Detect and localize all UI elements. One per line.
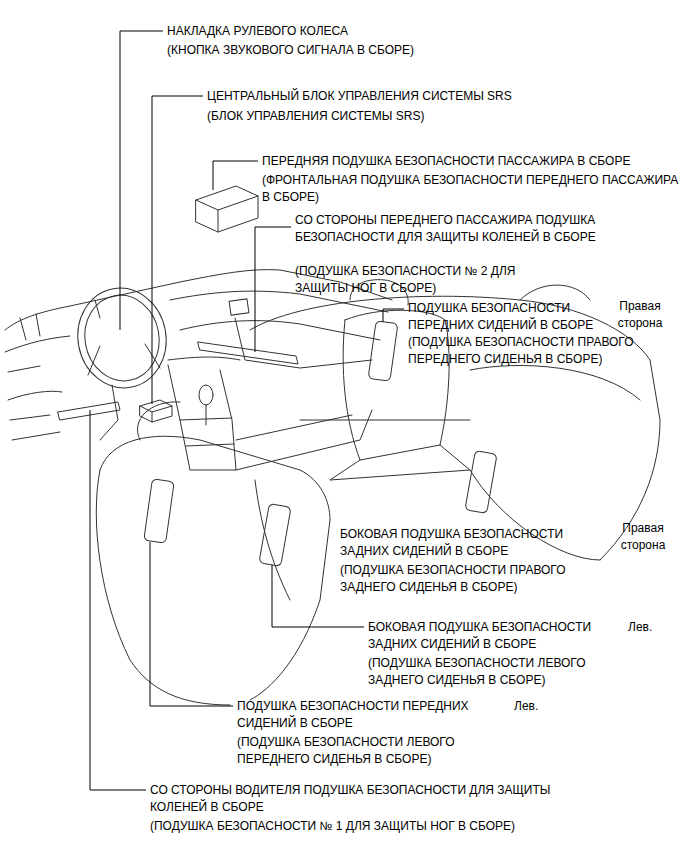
part-label: (ПОДУШКА БЕЗОПАСНОСТИ ПРАВОГО ПЕРЕДНЕГО …	[408, 334, 670, 368]
part-label: (ПОДУШКА БЕЗОПАСНОСТИ № 2 ДЛЯ ЗАЩИТЫ НОГ…	[295, 263, 550, 297]
part-label: НАКЛАДКА РУЛЕВОГО КОЛЕСА	[167, 23, 487, 40]
part-label: (ФРОНТАЛЬНАЯ ПОДУШКА БЕЗОПАСНОСТИ ПЕРЕДН…	[262, 172, 680, 206]
part-label: ПОДУШКА БЕЗОПАСНОСТИ ПЕРЕДНИХ СИДЕНИЙ В …	[237, 698, 509, 732]
part-label: Лев.	[628, 619, 678, 636]
part-label: (ПОДУШКА БЕЗОПАСНОСТИ № 1 ДЛЯ ЗАЩИТЫ НОГ…	[150, 818, 590, 835]
part-label: (БЛОК УПРАВЛЕНИЯ СИСТЕМЫ SRS)	[207, 108, 527, 125]
part-label: ЦЕНТРАЛЬНЫЙ БЛОК УПРАВЛЕНИЯ СИСТЕМЫ SRS	[207, 88, 587, 105]
part-label: ПОДУШКА БЕЗОПАСНОСТИ ПЕРЕДНИХ СИДЕНИЙ В …	[408, 300, 603, 334]
part-label: СО СТОРОНЫ ВОДИТЕЛЯ ПОДУШКА БЕЗОПАСНОСТИ…	[150, 782, 590, 816]
part-label: (ПОДУШКА БЕЗОПАСНОСТИ ПРАВОГО ЗАДНЕГО СИ…	[340, 562, 602, 596]
part-label: (ПОДУШКА БЕЗОПАСНОСТИ ЛЕВОГО ПЕРЕДНЕГО С…	[237, 734, 499, 768]
part-label: БОКОВАЯ ПОДУШКА БЕЗОПАСНОСТИ ЗАДНИХ СИДЕ…	[368, 619, 626, 653]
part-label: Правая сторона	[603, 520, 683, 554]
part-label: (КНОПКА ЗВУКОВОГО СИГНАЛА В СБОРЕ)	[167, 42, 487, 59]
part-label: (ПОДУШКА БЕЗОПАСНОСТИ ЛЕВОГО ЗАДНЕГО СИД…	[368, 655, 630, 689]
part-label: Лев.	[514, 698, 564, 715]
part-label: СО СТОРОНЫ ПЕРЕДНЕГО ПАССАЖИРА ПОДУШКА Б…	[295, 212, 600, 246]
leader-lines	[90, 31, 404, 790]
part-label: Правая сторона	[598, 298, 682, 332]
part-label: БОКОВАЯ ПОДУШКА БЕЗОПАСНОСТИ ЗАДНИХ СИДЕ…	[340, 526, 602, 560]
part-label: ПЕРЕДНЯЯ ПОДУШКА БЕЗОПАСНОСТИ ПАССАЖИРА …	[262, 153, 686, 170]
